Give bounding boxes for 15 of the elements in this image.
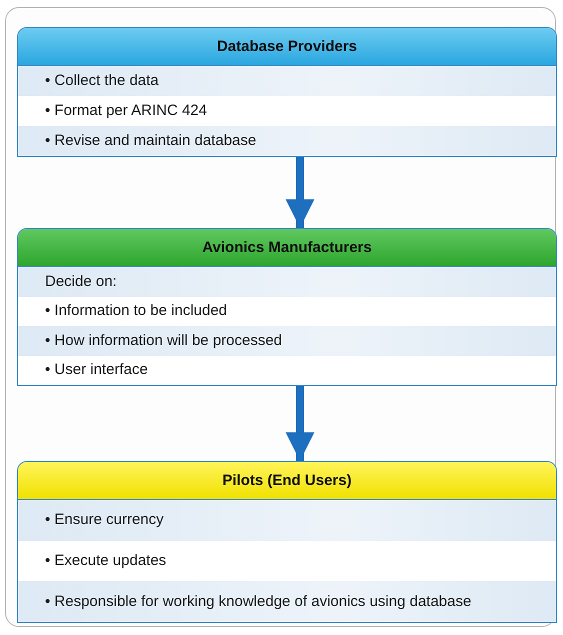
process-box: [17, 27, 557, 157]
list-item: • Collect the data: [18, 66, 556, 96]
list-item: Decide on:: [18, 267, 556, 296]
box-header: Pilots (End Users): [18, 462, 556, 500]
list-item: • Responsible for working knowledge of avionics using database: [18, 581, 556, 622]
process-box: [17, 228, 557, 386]
list-item: • Revise and maintain database: [18, 126, 556, 156]
arrow: [286, 157, 314, 228]
box-header: Database Providers: [18, 28, 556, 66]
box-header: Avionics Manufacturers: [18, 229, 556, 267]
process-box: [17, 461, 557, 623]
arrow: [286, 386, 314, 461]
list-item: • Execute updates: [18, 540, 556, 582]
list-item: • How information will be processed: [18, 326, 556, 356]
list-item: • Ensure currency: [18, 500, 556, 541]
